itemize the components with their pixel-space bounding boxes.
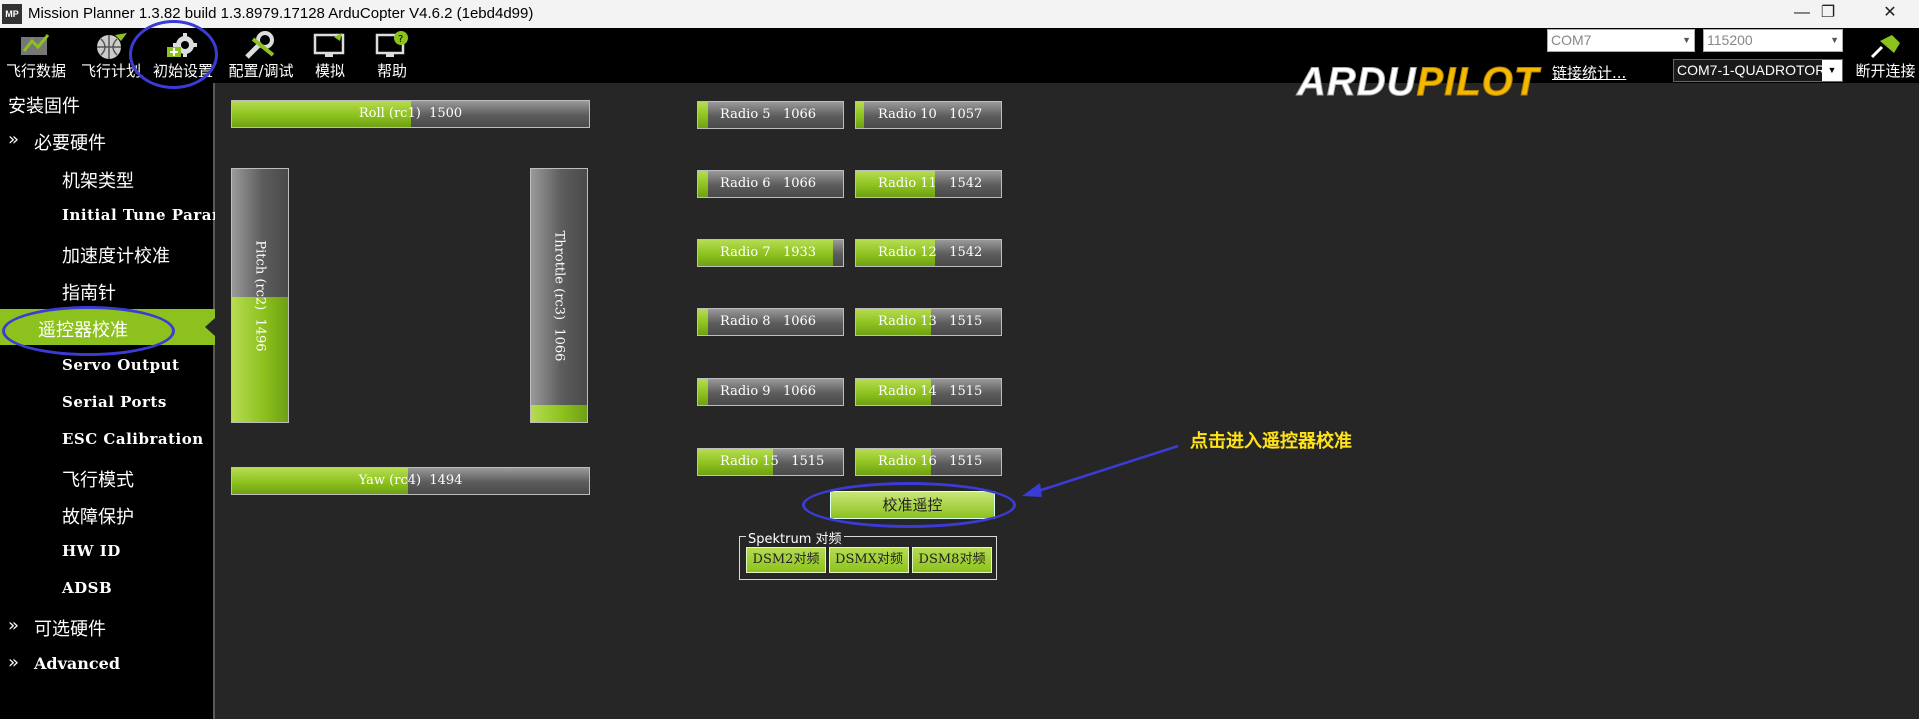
simulation-button[interactable]: 模拟	[304, 28, 356, 83]
svg-text:?: ?	[398, 34, 403, 45]
disconnect-button[interactable]: 断开连接	[1852, 28, 1919, 83]
radio-channel-bar: Radio 14 1515	[855, 378, 1002, 406]
highlight-calibrate-button	[802, 482, 1016, 528]
radio-channel-bar: Radio 16 1515	[855, 448, 1002, 476]
radio-channel-label: Radio 12 1542	[878, 245, 983, 260]
radio-channel-label: Radio 9 1066	[720, 384, 817, 399]
flight-plan-button[interactable]: 飞行计划	[78, 28, 144, 83]
sidebar-item-initial-tune[interactable]: Initial Tune Parameters	[62, 206, 215, 224]
close-button[interactable]: ✕	[1883, 4, 1897, 21]
radio-channel-bar: Radio 15 1515	[697, 448, 844, 476]
radio-channel-bar: Radio 11 1542	[855, 170, 1002, 198]
radio-channel-label: Radio 14 1515	[878, 384, 983, 399]
sidebar-item-frame-type[interactable]: 机架类型	[62, 171, 134, 192]
sidebar-group-optional-hardware[interactable]: » 可选硬件	[8, 615, 106, 640]
highlight-radio-calibration	[2, 306, 175, 356]
radio-channel-bar: Radio 6 1066	[697, 170, 844, 198]
radio-channel-bar: Radio 7 1933	[697, 239, 844, 267]
expand-icon: »	[8, 652, 20, 673]
sidebar-group-mandatory-hardware[interactable]: » 必要硬件	[8, 129, 106, 154]
highlight-initial-setup	[129, 20, 218, 89]
plug-icon	[1870, 35, 1900, 59]
radio-channel-label: Radio 11 1542	[878, 176, 983, 191]
sidebar-item-servo-output[interactable]: Servo Output	[62, 356, 180, 374]
dsm2-bind-button[interactable]: DSM2对频	[746, 547, 826, 573]
main-toolbar: 飞行数据 飞行计划 初始设置 配置/调试 模拟 ? 帮助 ARDUPILOT C…	[0, 28, 1919, 105]
maximize-button[interactable]: ❐	[1820, 4, 1836, 21]
ardupilot-logo: ARDUPILOT	[1297, 60, 1540, 105]
minimize-button[interactable]: —	[1794, 4, 1810, 21]
sidebar-item-adsb[interactable]: ADSB	[62, 579, 113, 597]
expand-icon: »	[8, 129, 20, 150]
vehicle-select[interactable]: COM7-1-QUADROTOR▼	[1673, 59, 1843, 82]
dropdown-arrow-icon: ▼	[1822, 60, 1842, 81]
radio-channel-label: Radio 5 1066	[720, 107, 817, 122]
dropdown-arrow-icon: ▼	[1682, 35, 1691, 45]
dsmx-bind-button[interactable]: DSMX对频	[829, 547, 909, 573]
radio-channel-label: Radio 8 1066	[720, 314, 817, 329]
radio-channel-label: Radio 6 1066	[720, 176, 817, 191]
radio-channel-bar: Radio 13 1515	[855, 308, 1002, 336]
throttle-channel-bar: Throttle (rc3) 1066	[530, 168, 588, 423]
radio-channel-label: Radio 16 1515	[878, 454, 983, 469]
baud-rate-select[interactable]: 115200▼	[1703, 29, 1843, 52]
roll-channel-bar: Roll (rc1) 1500	[231, 100, 590, 128]
setup-sidebar: 安装固件 » 必要硬件 机架类型 Initial Tune Parameters…	[0, 83, 215, 719]
link-stats-link[interactable]: 链接统计...	[1552, 64, 1627, 82]
pitch-channel-bar: Pitch (rc2) 1496	[231, 168, 289, 423]
config-tuning-button[interactable]: 配置/调试	[224, 28, 298, 83]
sidebar-item-failsafe[interactable]: 故障保护	[62, 507, 134, 528]
flight-data-button[interactable]: 飞行数据	[4, 28, 68, 83]
spektrum-bind-group: Spektrum 对频 DSM2对频 DSMX对频 DSM8对频	[739, 528, 997, 580]
radio-channel-label: Radio 15 1515	[720, 454, 825, 469]
expand-icon: »	[8, 615, 20, 636]
radio-channel-bar: Radio 10 1057	[855, 101, 1002, 129]
radio-channel-bar: Radio 5 1066	[697, 101, 844, 129]
radio-channel-bar: Radio 12 1542	[855, 239, 1002, 267]
title-bar: MP Mission Planner 1.3.82 build 1.3.8979…	[0, 0, 1919, 28]
flight-plan-icon	[97, 33, 127, 59]
radio-channel-label: Radio 10 1057	[878, 107, 983, 122]
sidebar-item-accel-calibration[interactable]: 加速度计校准	[62, 246, 170, 267]
sidebar-item-flight-modes[interactable]: 飞行模式	[62, 470, 134, 491]
yaw-channel-bar: Yaw (rc4) 1494	[231, 467, 590, 495]
help-icon: ?	[375, 31, 408, 57]
sidebar-group-advanced[interactable]: » Advanced	[8, 652, 121, 673]
radio-channel-bar: Radio 9 1066	[697, 378, 844, 406]
config-tuning-icon	[245, 31, 275, 59]
help-button[interactable]: ? 帮助	[366, 28, 418, 83]
com-port-select[interactable]: COM7▼	[1547, 29, 1695, 52]
app-logo-icon: MP	[2, 4, 22, 24]
radio-channel-bar: Radio 8 1066	[697, 308, 844, 336]
dropdown-arrow-icon: ▼	[1830, 35, 1839, 45]
annotation-text: 点击进入遥控器校准	[1190, 431, 1352, 452]
sidebar-item-install-firmware[interactable]: 安装固件	[8, 96, 80, 117]
radio-channel-label: Radio 13 1515	[878, 314, 983, 329]
window-title: Mission Planner 1.3.82 build 1.3.8979.17…	[28, 5, 534, 22]
sidebar-item-hw-id[interactable]: HW ID	[62, 542, 121, 560]
flight-data-icon	[21, 34, 50, 55]
dsm8-bind-button[interactable]: DSM8对频	[912, 547, 992, 573]
sidebar-item-esc-calibration[interactable]: ESC Calibration	[62, 430, 204, 448]
simulation-icon	[313, 33, 345, 57]
sidebar-item-compass[interactable]: 指南针	[62, 283, 116, 304]
sidebar-item-serial-ports[interactable]: Serial Ports	[62, 393, 167, 411]
radio-channel-label: Radio 7 1933	[720, 245, 817, 260]
